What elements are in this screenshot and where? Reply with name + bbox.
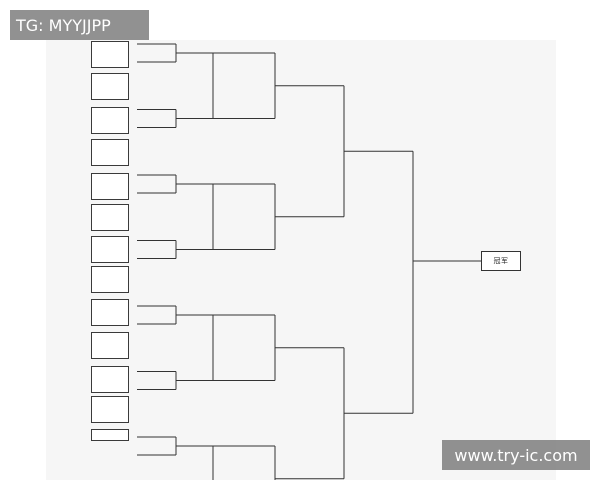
entrant-slot <box>91 236 129 263</box>
entrant-slot <box>91 299 129 326</box>
watermark-top-left: TG: MYYJJPP <box>10 10 149 40</box>
entrant-slot <box>91 204 129 231</box>
entrant-slot <box>91 173 129 200</box>
entrant-slot <box>91 266 129 293</box>
champion-box: 冠军 <box>481 251 521 271</box>
entrant-slot <box>91 107 129 134</box>
entrant-slot <box>91 332 129 359</box>
entrant-slot <box>91 366 129 393</box>
bracket-paper <box>46 40 556 480</box>
entrant-slot <box>91 429 129 441</box>
entrant-slot <box>91 73 129 100</box>
entrant-slot <box>91 139 129 166</box>
watermark-bottom-right: www.try-ic.com <box>442 440 590 470</box>
entrant-slot <box>91 396 129 423</box>
entrant-slot <box>91 41 129 68</box>
